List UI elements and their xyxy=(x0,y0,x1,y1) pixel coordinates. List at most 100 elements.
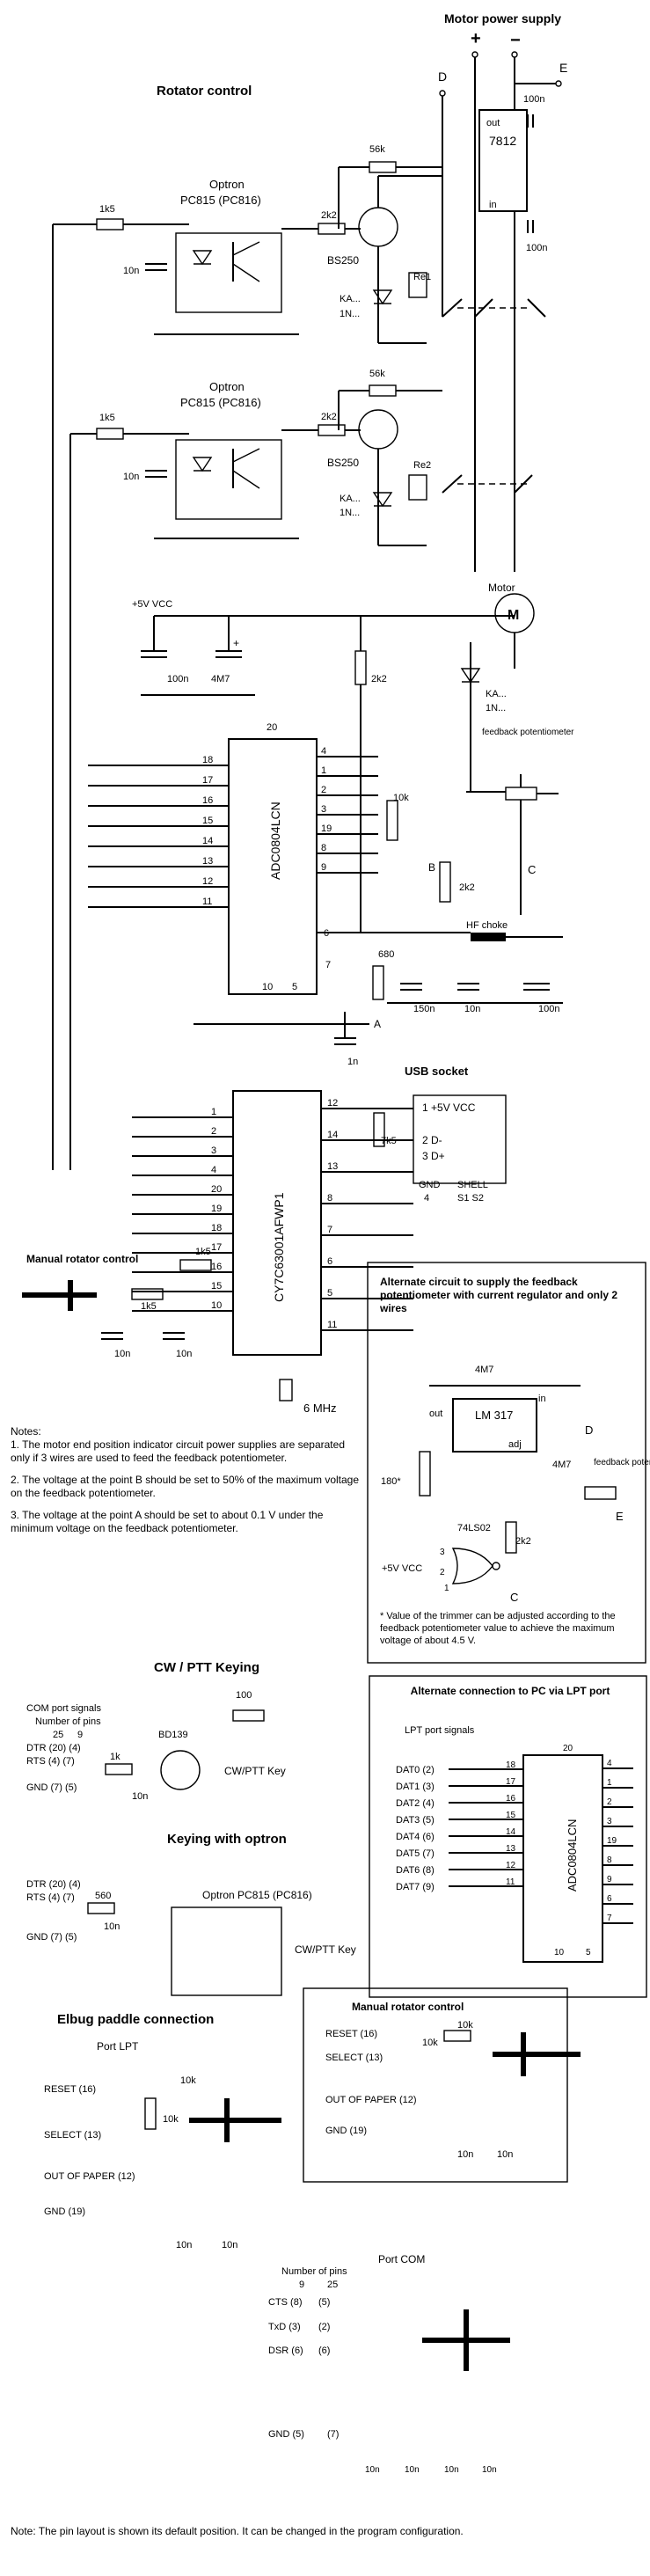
svg-text:10n: 10n xyxy=(132,1791,148,1802)
motor-power-supply-section: Motor power supply + − D E 7812 out in 1… xyxy=(157,11,567,572)
svg-text:DTR (20) (4): DTR (20) (4) xyxy=(26,1879,81,1890)
svg-text:C: C xyxy=(510,1591,518,1604)
svg-text:56k: 56k xyxy=(369,144,385,155)
adc0804-section: +5V VCC 100n + 4M7 2k2 20 ADC0804LCN 181… xyxy=(88,599,563,1067)
svg-text:out: out xyxy=(429,1409,442,1419)
svg-text:1N...: 1N... xyxy=(340,309,360,319)
svg-text:4: 4 xyxy=(424,1193,429,1204)
rotator-control-title: Rotator control xyxy=(157,84,252,99)
svg-text:Re1: Re1 xyxy=(413,272,431,282)
svg-text:RESET (16): RESET (16) xyxy=(44,2084,96,2095)
regulator-label: 7812 xyxy=(489,134,516,148)
pin-number: 11 xyxy=(506,1877,515,1887)
lpt-signal-label: DAT2 (4) xyxy=(396,1798,435,1809)
svg-text:4M7: 4M7 xyxy=(552,1460,571,1470)
svg-text:CTS (8): CTS (8) xyxy=(268,2297,303,2308)
adc0804-chip-label: ADC0804LCN xyxy=(268,801,282,880)
alternate-connection-title-text: Alternate connection to PC via LPT port xyxy=(410,1685,610,1697)
hf-choke xyxy=(471,933,506,941)
pin-number: 16 xyxy=(506,1794,516,1804)
usb-socket-title: USB socket xyxy=(405,1065,469,1078)
svg-text:GND (7) (5): GND (7) (5) xyxy=(26,1782,77,1793)
svg-text:10n: 10n xyxy=(176,2240,192,2250)
svg-text:COM port signals: COM port signals xyxy=(26,1703,101,1714)
svg-text:(5): (5) xyxy=(318,2297,330,2308)
crystal xyxy=(279,1379,293,1401)
svg-text:GND: GND xyxy=(419,1180,441,1190)
svg-text:25: 25 xyxy=(53,1730,63,1740)
svg-text:100n: 100n xyxy=(167,674,188,684)
pin-number: 20 xyxy=(211,1184,222,1195)
pin-number: 17 xyxy=(202,775,213,786)
usb-controller-section: USB socket CY7C63001AFWP1 12342019181716… xyxy=(22,1065,507,1415)
optron-channel-1: Optron PC815 (PC816) 1k5 10n 2k2 56k BS2… xyxy=(52,144,442,1170)
notes-heading: Notes: xyxy=(11,1425,41,1438)
svg-text:DSR (6): DSR (6) xyxy=(268,2345,303,2356)
pin-number: 2 xyxy=(211,1126,216,1137)
pin-number: 13 xyxy=(202,856,213,867)
svg-text:+5V VCC: +5V VCC xyxy=(132,599,172,610)
point-d-label: D xyxy=(438,70,447,84)
svg-text:2k2: 2k2 xyxy=(371,674,387,684)
svg-text:9: 9 xyxy=(299,2280,304,2290)
svg-text:560: 560 xyxy=(95,1891,111,1901)
svg-text:GND (7) (5): GND (7) (5) xyxy=(26,1932,77,1943)
svg-text:9: 9 xyxy=(77,1730,83,1740)
port-com-section: Port COM Number of pins 9 25 CTS (8) (5)… xyxy=(268,2253,510,2475)
svg-text:in: in xyxy=(489,200,497,210)
svg-text:20: 20 xyxy=(563,1744,573,1753)
svg-text:CW/PTT Key: CW/PTT Key xyxy=(295,1943,356,1956)
svg-text:Optron: Optron xyxy=(209,380,245,393)
optocoupler xyxy=(175,232,282,313)
svg-text:GND (5): GND (5) xyxy=(268,2429,304,2440)
svg-text:2 D-: 2 D- xyxy=(422,1134,442,1146)
lpt-signal-label: DAT5 (7) xyxy=(396,1848,435,1859)
pin-number: 15 xyxy=(202,816,213,826)
svg-text:Port COM: Port COM xyxy=(378,2253,425,2265)
svg-text:100n: 100n xyxy=(538,1004,559,1014)
svg-text:7: 7 xyxy=(325,960,331,970)
pin-number: 13 xyxy=(327,1161,338,1172)
svg-text:10n: 10n xyxy=(405,2465,420,2475)
svg-text:TxD (3): TxD (3) xyxy=(268,2322,301,2332)
usb-socket xyxy=(413,1094,507,1184)
svg-text:1N...: 1N... xyxy=(486,703,506,714)
pin-number: 17 xyxy=(211,1242,222,1253)
svg-text:10n: 10n xyxy=(114,1349,130,1359)
svg-text:10k: 10k xyxy=(163,2114,179,2125)
svg-text:CW/PTT Key: CW/PTT Key xyxy=(224,1765,286,1777)
svg-text:E: E xyxy=(616,1510,624,1523)
motor-section: Motor M KA... 1N... feedback potentiomet… xyxy=(460,582,574,941)
svg-text:1: 1 xyxy=(444,1584,449,1593)
svg-text:150n: 150n xyxy=(413,1004,435,1014)
bs250-transistor xyxy=(358,409,398,450)
pin-number: 9 xyxy=(321,862,326,873)
svg-text:DTR (20) (4): DTR (20) (4) xyxy=(26,1743,81,1753)
cy7c63001-chip xyxy=(232,1090,322,1356)
svg-text:OUT OF PAPER (12): OUT OF PAPER (12) xyxy=(325,2095,417,2105)
pin-number: 11 xyxy=(202,896,212,907)
trimmer-potentiometer xyxy=(439,861,451,903)
capacitor-label: 100n xyxy=(526,243,547,253)
lpt-signal-label: DAT6 (8) xyxy=(396,1865,435,1876)
svg-text:Port LPT: Port LPT xyxy=(97,2040,139,2053)
svg-text:5: 5 xyxy=(292,982,297,992)
svg-text:1N...: 1N... xyxy=(340,508,360,518)
svg-text:SELECT (13): SELECT (13) xyxy=(325,2053,383,2063)
svg-text:in: in xyxy=(538,1394,546,1404)
svg-text:10n: 10n xyxy=(497,2149,513,2160)
pin-number: 5 xyxy=(327,1288,332,1299)
svg-text:680: 680 xyxy=(378,949,394,960)
svg-text:RESET (16): RESET (16) xyxy=(325,2029,377,2039)
svg-text:KA...: KA... xyxy=(340,494,361,504)
svg-text:1k: 1k xyxy=(110,1752,121,1762)
lpt-signal-label: DAT1 (3) xyxy=(396,1782,435,1792)
svg-text:3: 3 xyxy=(440,1548,445,1557)
svg-text:OUT OF PAPER (12): OUT OF PAPER (12) xyxy=(44,2171,135,2182)
point-a-label: A xyxy=(374,1018,381,1030)
manual-rotator-control-title: Manual rotator control xyxy=(26,1253,138,1265)
optron-part-label: PC815 (PC816) xyxy=(180,396,261,409)
